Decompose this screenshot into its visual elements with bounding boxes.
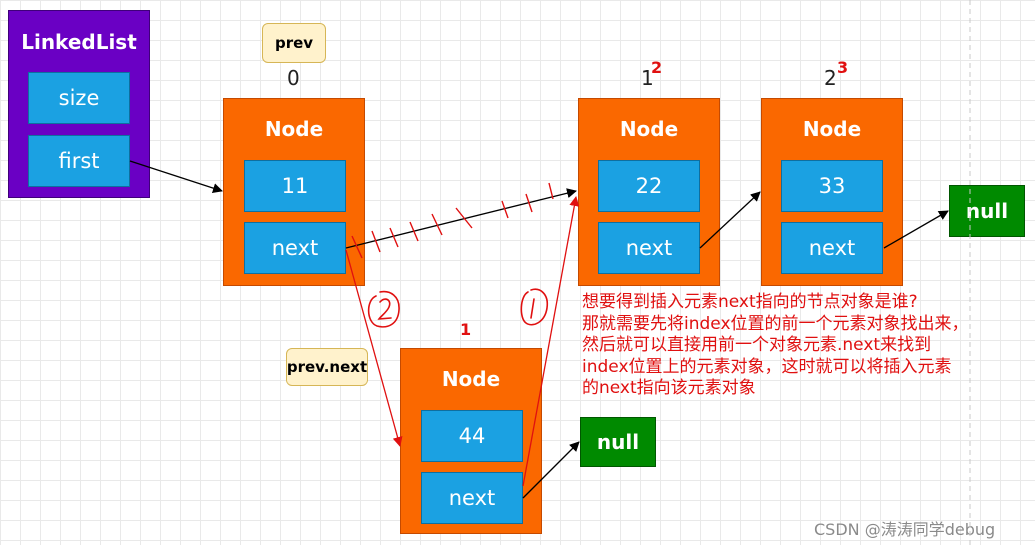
- node-22-next: next: [598, 222, 700, 274]
- index-label-2: 2: [824, 66, 837, 90]
- index-label-1: 1: [641, 66, 654, 90]
- step-1-mark: [520, 288, 549, 326]
- note-line-3: 然后就可以直接用前一个对象元素.next来找到: [582, 335, 932, 355]
- node-11-next: next: [244, 222, 346, 274]
- explanation-note: 想要得到插入元素next指向的节点对象是谁? 那就需要先将index位置的前一个…: [582, 292, 969, 400]
- node-33-value: 33: [781, 160, 883, 212]
- note-line-1: 想要得到插入元素next指向的节点对象是谁?: [582, 292, 918, 312]
- size-field: size: [28, 72, 130, 124]
- red-order-2: 2: [651, 58, 663, 77]
- null-box-tail: null: [949, 185, 1025, 237]
- arrow-node11-to-node44: [345, 249, 403, 447]
- prev-next-tag: prev.next: [286, 348, 368, 386]
- watermark: CSDN @涛涛同学debug: [814, 520, 996, 539]
- note-line-5: 的next指向该元素对象: [582, 378, 756, 398]
- first-field: first: [28, 135, 130, 187]
- node-44-next: next: [421, 472, 523, 524]
- step-2-mark: [367, 290, 400, 328]
- red-order-3: 3: [837, 58, 849, 77]
- arrow-node44-to-node22: [522, 196, 580, 487]
- arrow-node33-to-null: [883, 210, 949, 249]
- linkedlist-title: LinkedList: [21, 30, 137, 54]
- arrow-node22-to-node33: [699, 191, 761, 249]
- red-order-1: 1: [460, 320, 472, 339]
- prev-tag: prev: [262, 23, 326, 63]
- node-44-value: 44: [421, 410, 523, 462]
- node-22-value: 22: [598, 160, 700, 212]
- node-11-value: 11: [244, 160, 346, 212]
- strike-marks: [351, 182, 554, 259]
- node-22-title: Node: [619, 117, 679, 141]
- index-label-0: 0: [287, 66, 300, 90]
- node-44-title: Node: [441, 367, 501, 391]
- arrow-node11-to-node22-old: [345, 188, 577, 249]
- note-line-2: 那就需要先将index位置的前一个元素对象找出来，: [582, 313, 969, 334]
- node-33-next: next: [781, 222, 883, 274]
- note-line-4: index位置上的元素对象，这时就可以将插入元素: [582, 356, 952, 377]
- arrow-first-to-node11: [129, 160, 223, 193]
- arrow-node44-to-null: [522, 441, 580, 499]
- node-11-title: Node: [264, 117, 324, 141]
- node-33-title: Node: [802, 117, 862, 141]
- null-box-new: null: [580, 417, 656, 467]
